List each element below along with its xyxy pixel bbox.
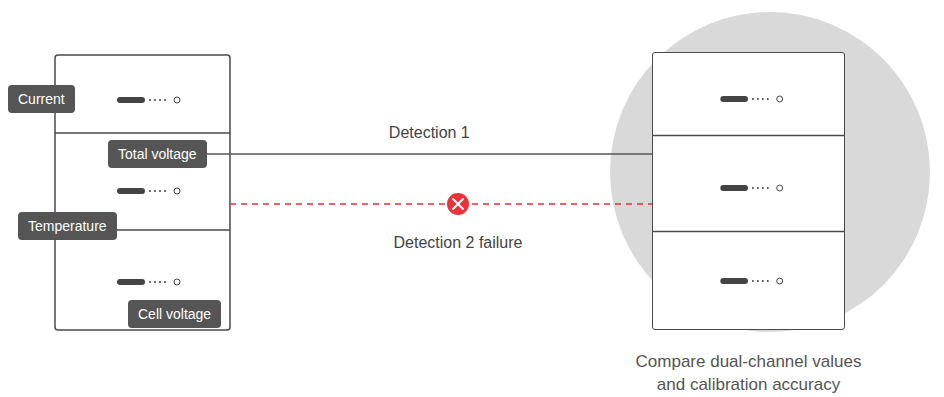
measurement-tag: Current (8, 85, 75, 113)
measurement-tag: Cell voltage (128, 300, 221, 328)
battery-stack: Compare dual-channel values and calibrat… (652, 52, 845, 330)
failure-label: Detection 2 failure (391, 234, 526, 252)
tag-text: Total voltage (118, 146, 197, 162)
highlight-circle (610, 12, 930, 332)
failed-link (230, 203, 652, 205)
measurement-tag: Total voltage (108, 140, 207, 168)
measurement-tag: Temperature (18, 212, 117, 240)
battery-modules (653, 53, 844, 329)
failure-mark (447, 193, 469, 215)
detection-link (207, 153, 652, 155)
stack-caption: Compare dual-channel values and calibrat… (624, 350, 874, 396)
link-label: Detection 1 (386, 124, 473, 142)
tag-text: Temperature (28, 218, 107, 234)
tag-text: Cell voltage (138, 306, 211, 322)
tag-text: Current (18, 91, 65, 107)
battery-stack (55, 55, 230, 330)
